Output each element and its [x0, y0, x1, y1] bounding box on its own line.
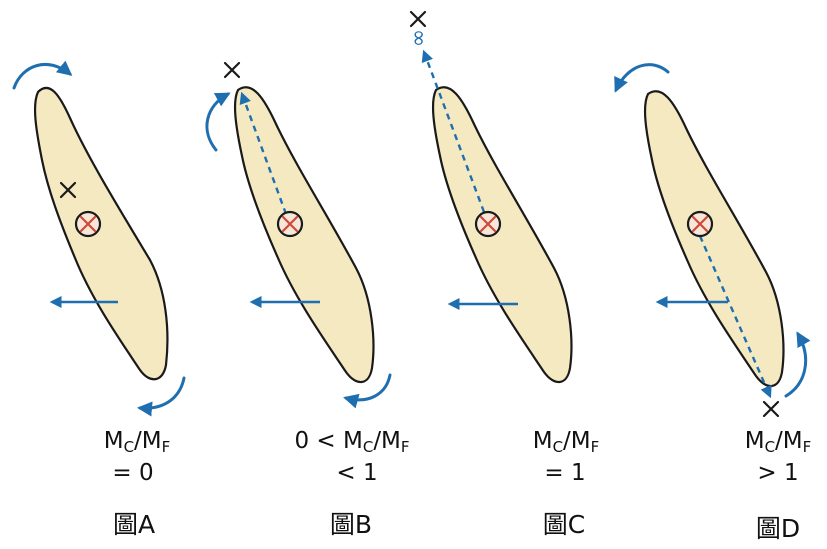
panel-a: MC/MF = 0 圖A	[12, 60, 186, 539]
ratio-label-line1: MC/MF	[745, 428, 812, 456]
ratio-label-line1: MC/MF	[533, 428, 600, 456]
rotation-arrow-bottom	[784, 331, 811, 398]
figure-caption: 圖D	[756, 514, 800, 543]
rotation-point-x-mark	[409, 10, 427, 28]
rotation-arrow-bottom	[343, 373, 392, 409]
center-of-resistance-icon	[276, 210, 304, 238]
rotation-axis-dashed	[698, 235, 772, 399]
center-of-resistance-icon	[686, 210, 714, 238]
tooth-shape	[643, 90, 785, 388]
figure-caption: 圖C	[543, 510, 585, 539]
rotation-point-x-mark	[59, 181, 77, 199]
center-of-resistance-icon	[474, 210, 502, 238]
tooth-shape	[33, 86, 169, 381]
tooth-shape	[233, 86, 375, 384]
rotation-arrow-top	[205, 92, 231, 152]
rotation-point-x-mark	[223, 61, 241, 79]
panel-c: ∞ MC/MF = 1 圖C	[406, 10, 600, 539]
ratio-label-line2: = 0	[112, 460, 153, 486]
rotation-arrow-top	[614, 63, 670, 93]
figure-caption: 圖B	[330, 510, 372, 539]
rotation-arrow-top	[12, 60, 73, 90]
ratio-label-line1: MC/MF	[104, 428, 171, 456]
infinity-icon: ∞	[406, 29, 431, 47]
rotation-point-x-mark	[762, 400, 780, 418]
ratio-label-line1: 0 < MC/MF	[294, 428, 409, 456]
rotation-arrow-bottom	[137, 376, 186, 417]
ratio-label-line2: > 1	[757, 460, 798, 486]
panel-b: 0 < MC/MF < 1 圖B	[205, 61, 410, 539]
ratio-label-line2: < 1	[336, 460, 377, 486]
figure-caption: 圖A	[113, 510, 155, 539]
center-of-resistance-icon	[74, 210, 102, 238]
tooth-shape	[431, 86, 573, 384]
panel-d: MC/MF > 1 圖D	[614, 63, 812, 543]
ratio-label-line2: = 1	[544, 460, 585, 486]
